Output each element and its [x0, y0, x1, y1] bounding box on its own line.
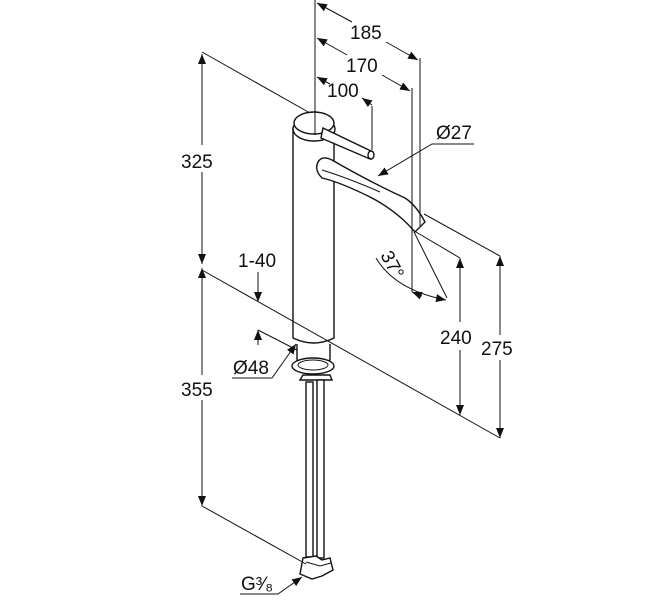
dim-185: [314, 0, 421, 226]
dim-37-angle: [375, 231, 448, 302]
dim-27-label: Ø27: [436, 123, 472, 144]
dim-37-label: 37°: [376, 247, 408, 282]
dim-g38: [240, 576, 303, 595]
dim-275: [423, 213, 504, 438]
dim-325: [198, 51, 311, 264]
dim-185-label: 185: [350, 23, 382, 44]
dim-325-label: 325: [181, 152, 213, 173]
dim-1-40: [254, 272, 298, 351]
supply-hoses: [299, 379, 334, 580]
spout: [315, 157, 426, 234]
dim-100-label: 100: [327, 81, 359, 102]
dim-240: [415, 231, 464, 415]
countertop-line: [201, 269, 501, 439]
dim-355-label: 355: [181, 380, 213, 401]
dim-g38-label: G³⁄₈: [241, 574, 273, 595]
dim-1-40-label: 1-40: [238, 251, 276, 272]
dim-27: [377, 143, 474, 177]
dim-240-label: 240: [440, 328, 472, 349]
dim-275-label: 275: [481, 339, 513, 360]
dim-170-label: 170: [346, 56, 378, 77]
lever-handle: [320, 126, 375, 160]
dim-48-label: Ø48: [233, 358, 269, 379]
dim-355: [198, 268, 307, 565]
dim-100: [316, 76, 373, 150]
faucet-body: [291, 111, 336, 381]
dim-170: [316, 37, 413, 292]
dim-48: [232, 343, 297, 379]
